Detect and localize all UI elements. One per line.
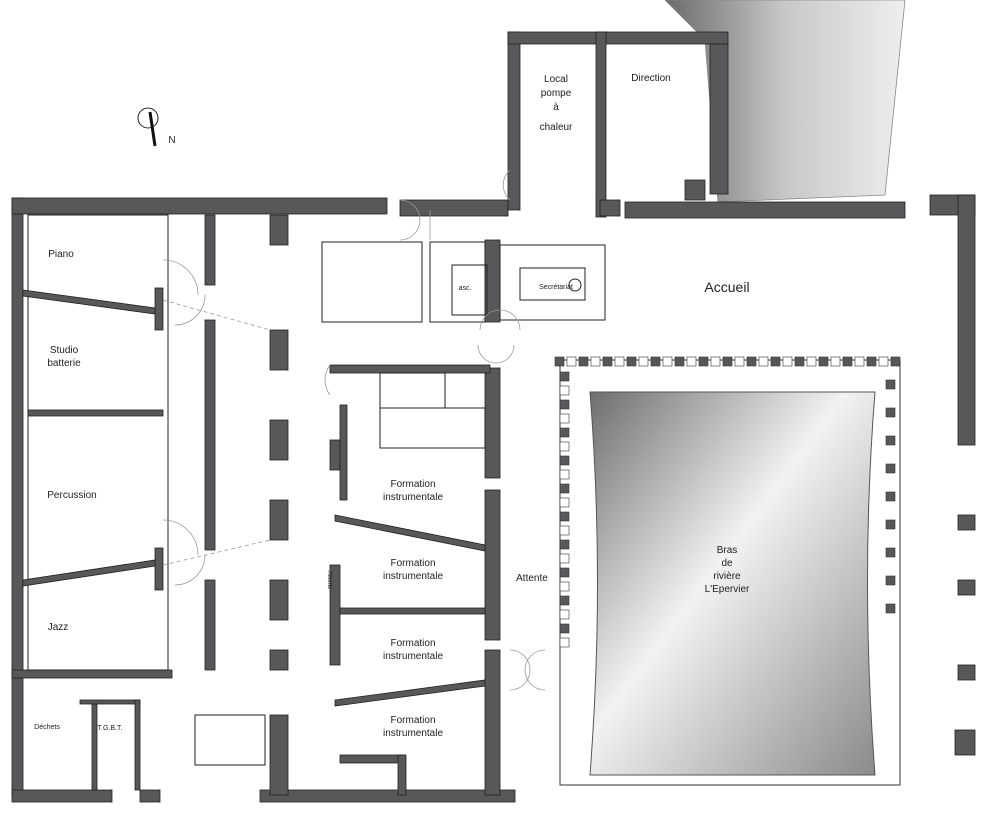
courtyard-pier [559,455,570,466]
courtyard-pier [559,595,570,606]
courtyard-pier [854,356,865,367]
courtyard-pier [662,356,673,367]
courtyard-pier [559,637,570,648]
courtyard-pier [559,567,570,578]
courtyard-pier [758,356,769,367]
courtyard-pier [794,356,805,367]
sanitary-block [321,169,606,364]
courtyard-pier [674,356,685,367]
courtyard-pier [885,575,896,586]
courtyard [554,356,901,786]
courtyard-pier [559,385,570,396]
courtyard-pier [559,525,570,536]
courtyard-pier [559,399,570,410]
label-tgbt: T.G.B.T. [98,725,123,732]
studio-partitions [22,214,271,671]
courtyard-pier [734,356,745,367]
courtyard-pier [885,379,896,390]
courtyard-pier [686,356,697,367]
label-piano: Piano [48,249,74,260]
courtyard-pier [638,356,649,367]
courtyard-pier [602,356,613,367]
courtyard-pier [650,356,661,367]
courtyard-pier [559,539,570,550]
courtyard-pier [710,356,721,367]
label-attente: Attente [516,573,548,584]
courtyard-pier [559,413,570,424]
courtyard-pier [559,371,570,382]
courtyard-pier [830,356,841,367]
courtyard-pier [559,609,570,620]
courtyard-pier [559,497,570,508]
courtyard-pier [885,519,896,530]
courtyard-pier [554,356,565,367]
courtyard-pier [566,356,577,367]
courtyard-pier [885,547,896,558]
north-compass: N [137,107,176,147]
courtyard-pier [698,356,709,367]
courtyard-pier [559,469,570,480]
label-dechets: Déchets [34,724,60,731]
courtyard-pier [578,356,589,367]
label-percussion: Percussion [47,490,96,501]
courtyard-pier [818,356,829,367]
courtyard-pier [866,356,877,367]
courtyard-pier [885,435,896,446]
courtyard-pier [559,427,570,438]
courtyard-pier [559,483,570,494]
courtyard-pier [878,356,889,367]
courtyard-pier [559,581,570,592]
label-direction: Direction [631,73,670,84]
courtyard-pier [782,356,793,367]
courtyard-pier [722,356,733,367]
courtyard-pier [885,603,896,614]
courtyard-pier [842,356,853,367]
courtyard-pier [614,356,625,367]
label-jazz: Jazz [48,622,69,633]
label-secretariat: Secrétariat [539,284,573,291]
courtyard-pier [626,356,637,367]
label-attente-small: Attente [326,570,332,590]
courtyard-pier [806,356,817,367]
label-asc: asc. [459,285,472,292]
courtyard-pier [890,356,901,367]
courtyard-pier [559,553,570,564]
courtyard-pier [885,491,896,502]
courtyard-pier [885,407,896,418]
formation-rooms [194,364,546,796]
courtyard-pier [559,623,570,634]
courtyard-pier [885,463,896,474]
label-accueil: Accueil [704,279,749,295]
courtyard-pier [590,356,601,367]
courtyard-pier [559,511,570,522]
courtyard-pier [770,356,781,367]
courtyard-pier [559,441,570,452]
north-label: N [168,135,175,146]
river-channel [664,0,906,203]
basin [589,391,876,776]
courtyard-pier [746,356,757,367]
exterior-walls [11,31,976,803]
